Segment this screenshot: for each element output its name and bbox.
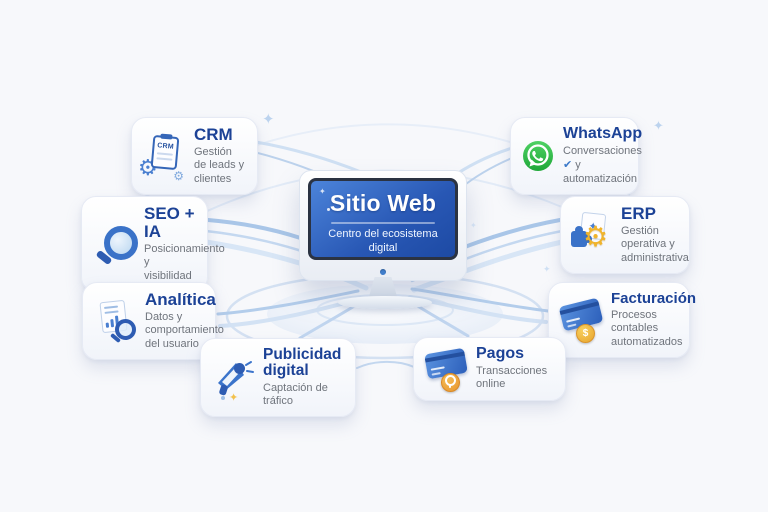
node-card-pagos: Pagos Transacciones online — [413, 337, 566, 401]
node-card-publicidad: ✦ Publicidad digital Captación de tráfic… — [200, 338, 356, 418]
node-card-seo-ia: SEO + IA Posicionamiento y visibilidad — [81, 196, 225, 292]
node-title: Facturación — [611, 290, 697, 307]
sparkle-icon: ✦ — [543, 265, 551, 275]
coin-icon — [441, 372, 460, 392]
node-title: WhatsApp — [563, 125, 643, 142]
title-divider — [331, 222, 435, 224]
center-subtitle: Centro del ecosistema digital — [328, 228, 438, 254]
gear-icon: ⚙ — [173, 169, 184, 184]
node-card-crm: ⚙ CRM ⚙ CRM Gestión de leads y clientes — [131, 117, 258, 196]
whatsapp-icon — [521, 139, 555, 173]
node-desc: Procesos contables automatizados — [611, 308, 683, 348]
node-title: Publicidad digital — [263, 346, 342, 380]
node-desc: Captación de tráfico — [263, 381, 328, 407]
card-coin-icon: $ — [558, 297, 604, 343]
node-title: Pagos — [476, 345, 525, 362]
node-title: ERP — [621, 204, 656, 223]
node-desc: Transacciones online — [476, 364, 548, 391]
node-card-erp: ✦ ⚙ ERP Gestión operativa y administrati… — [560, 196, 690, 275]
center-title: Sitio Web — [329, 190, 437, 216]
website-monitor: ✦ Sitio Web Centro del ecosistema digita… — [299, 170, 467, 281]
crm-icon-label: CRM — [156, 142, 175, 151]
magnifier-icon — [92, 222, 138, 266]
node-desc: Datos y comportamiento del usuario — [145, 310, 224, 350]
sparkle-icon: ✦ — [653, 119, 664, 134]
node-card-facturacion: $ Facturación Procesos contables automat… — [548, 282, 697, 358]
sparkle-icon: ✦ — [319, 187, 326, 196]
megaphone-icon: ✦ — [211, 356, 255, 404]
puzzle-gear-icon: ✦ ⚙ — [571, 211, 613, 257]
monitor-screen: ✦ Sitio Web Centro del ecosistema digita… — [308, 178, 458, 260]
gear-icon: ⚙ — [583, 220, 609, 254]
node-card-analitica: Analítica Datos y comportamiento del usu… — [82, 282, 224, 361]
node-card-whatsapp: WhatsApp Conversaciones ✔ y automatizaci… — [510, 117, 643, 196]
node-title: CRM — [194, 125, 233, 144]
node-desc: Posicionamiento y visibilidad — [144, 242, 225, 282]
dot-decoration — [221, 395, 225, 400]
sparkle-icon: ✦ — [262, 110, 275, 128]
node-desc: Gestión de leads y clientes — [194, 145, 245, 185]
node-title: SEO + IA — [144, 204, 195, 241]
sparkle-icon: ✦ — [470, 221, 477, 230]
dot-decoration — [327, 208, 330, 211]
coin-icon: $ — [576, 323, 595, 343]
crm-clipboard-gear-icon: ⚙ CRM ⚙ — [138, 133, 186, 182]
node-desc: Gestión operativa y administrativa — [621, 224, 689, 264]
node-desc: Conversaciones ✔ y automatización — [563, 144, 642, 185]
check-icon: ✔ — [563, 158, 573, 172]
monitor-stand — [368, 277, 398, 300]
sparkle-icon: ✦ — [229, 390, 239, 404]
monitor-base — [338, 296, 432, 309]
node-title: Analítica — [145, 290, 216, 309]
report-magnifier-icon — [93, 299, 137, 343]
card-pin-icon — [424, 347, 468, 392]
monitor-camera-dot — [380, 269, 386, 275]
pin-glyph — [445, 375, 456, 389]
